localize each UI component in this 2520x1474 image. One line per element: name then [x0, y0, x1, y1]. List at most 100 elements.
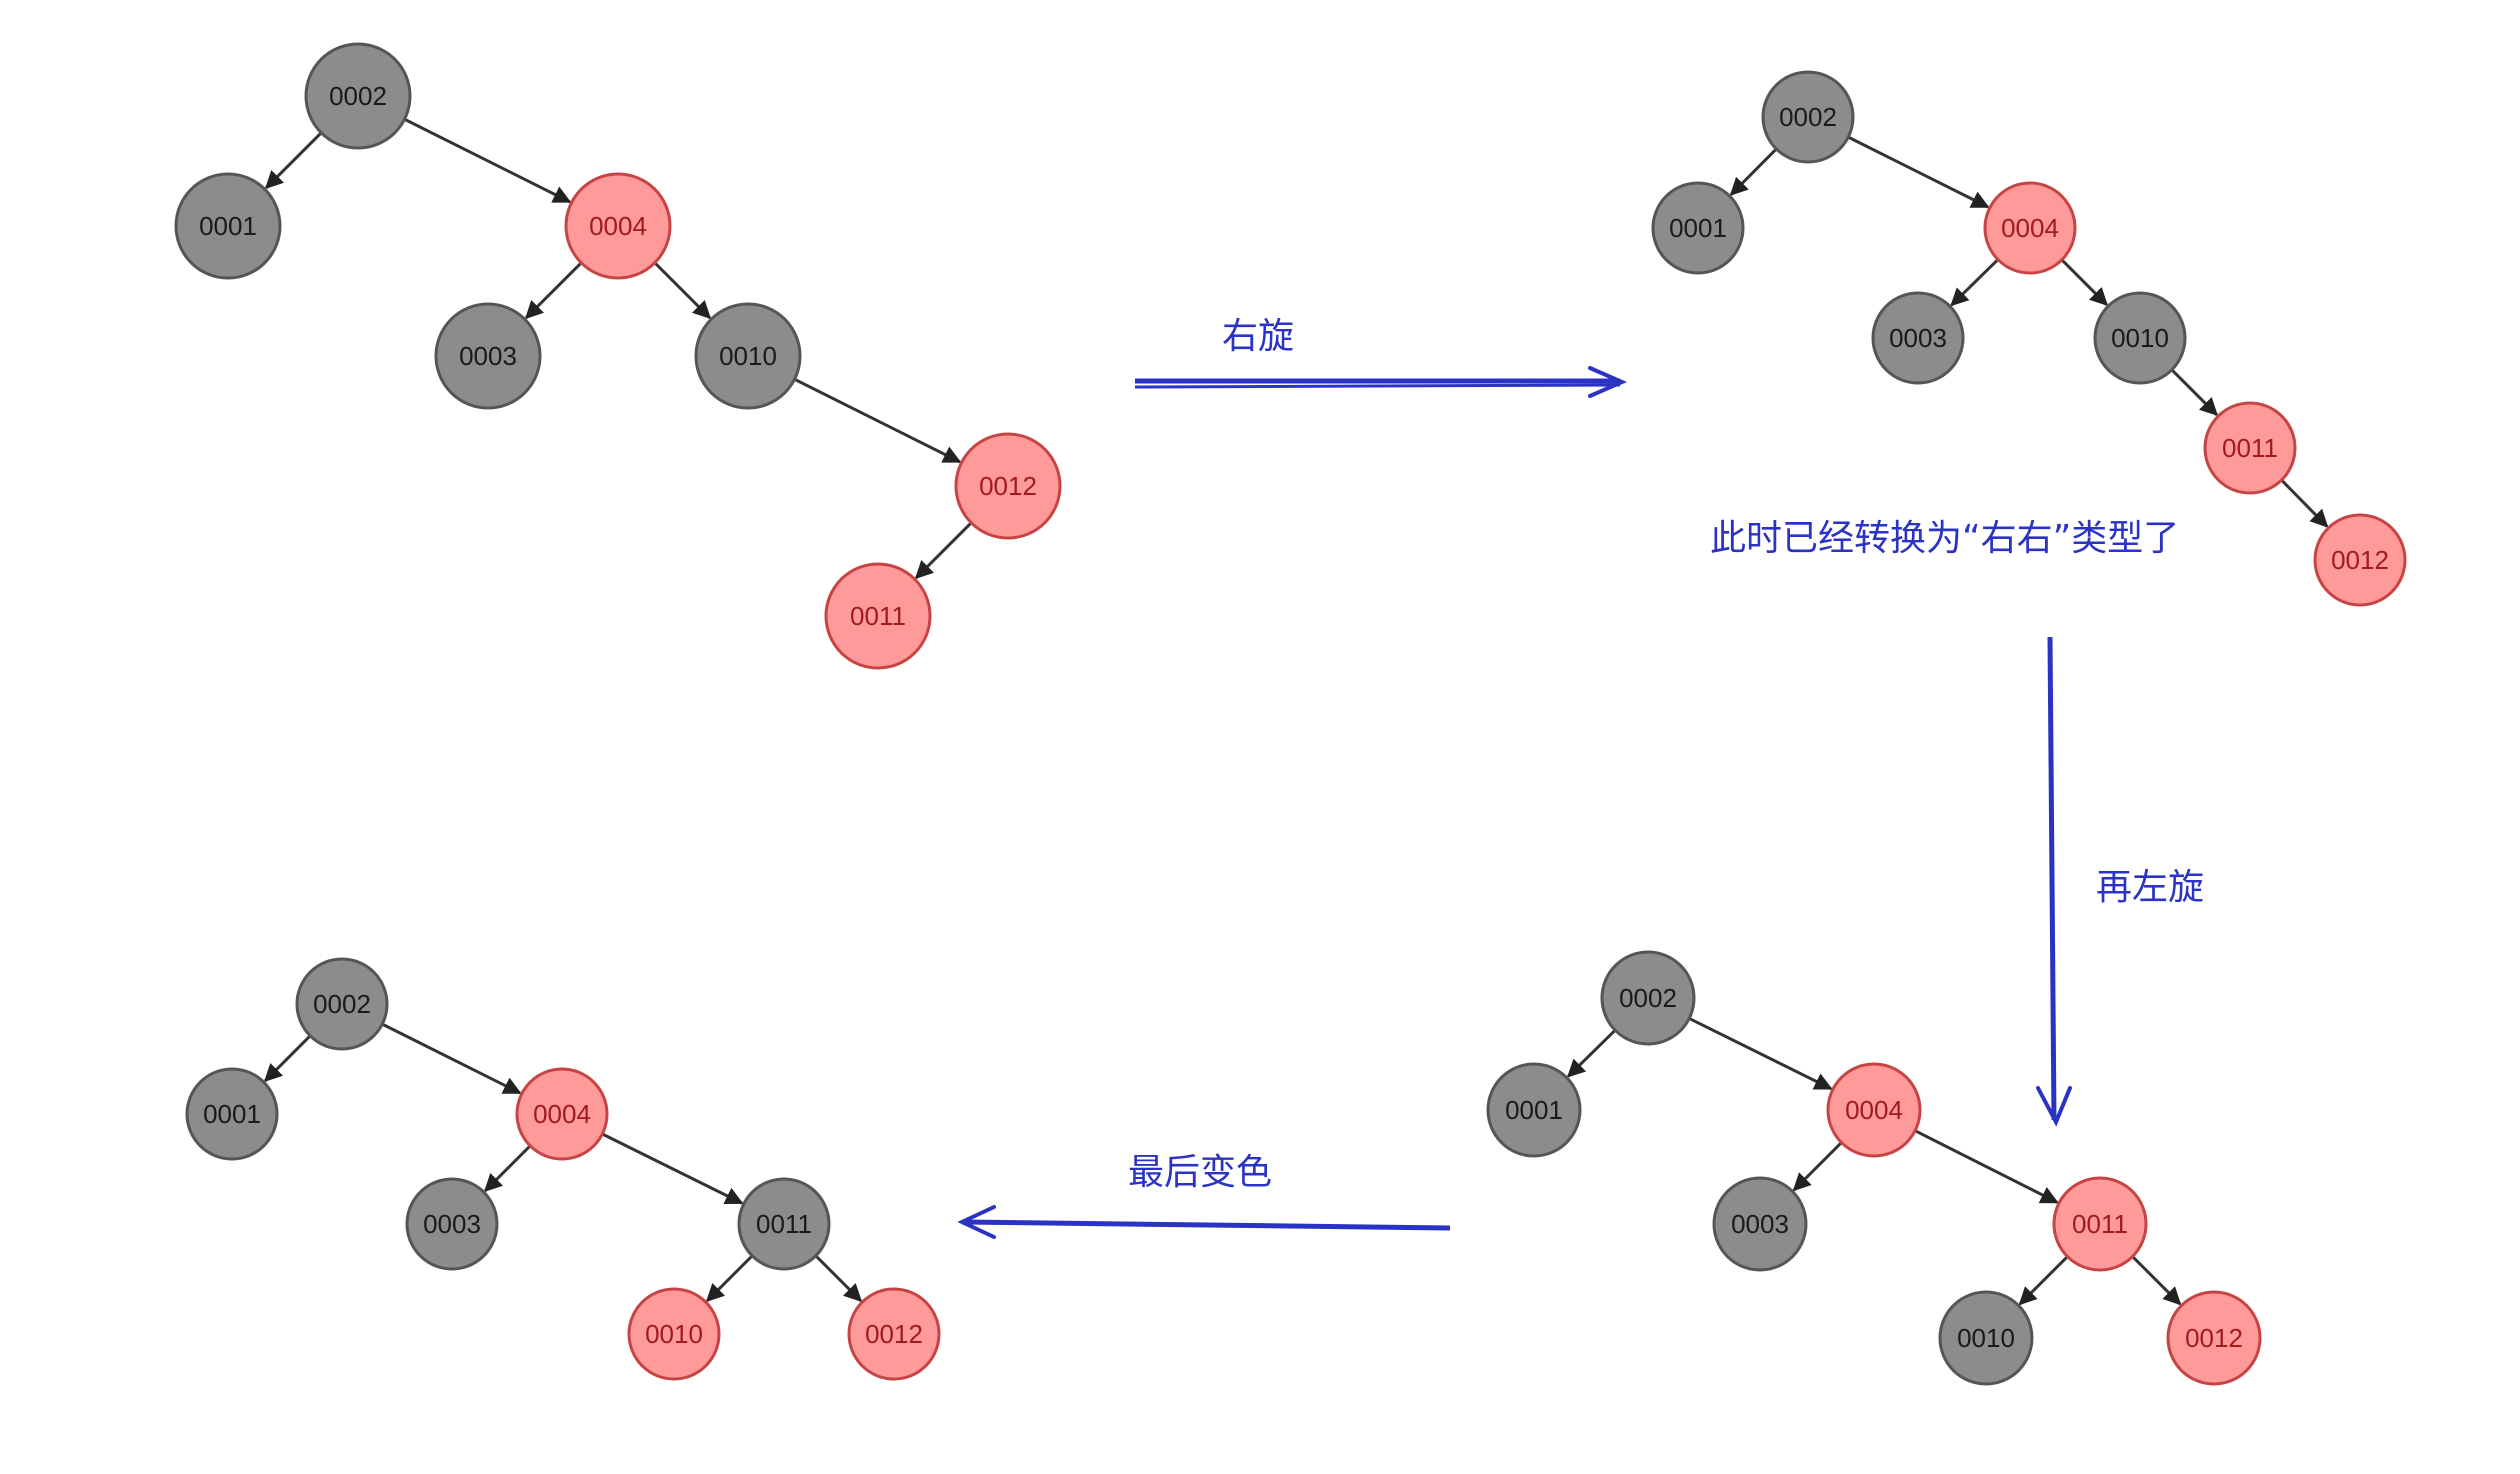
tree-node-0002: 0002: [1600, 950, 1696, 1046]
node-key-label: 0010: [1957, 1323, 2015, 1353]
tree-4-nodes: 0002 0001 0004 0003 0011 0010 0012: [185, 957, 941, 1381]
red-node-circle: [515, 1067, 609, 1161]
tree-edge: [814, 1254, 863, 1303]
tree-edge: [2280, 479, 2329, 528]
tree-node-0002: 0002: [295, 957, 389, 1051]
tree-node-0004: 0004: [1826, 1062, 1922, 1158]
tree-edge: [1729, 147, 1778, 196]
black-node-circle: [304, 42, 412, 150]
tree-node-0011: 0011: [824, 562, 932, 670]
red-node-circle: [564, 172, 672, 280]
red-node-circle: [2313, 513, 2407, 607]
tree-3-nodes: 0002 0001 0004 0003 0011 0010 0012: [1486, 950, 2262, 1386]
node-key-label: 0002: [329, 81, 387, 111]
recolor-finally-label: 最后变色: [1128, 1152, 1272, 1193]
recolor-arrow: [957, 1205, 1451, 1239]
black-node-circle: [1761, 70, 1855, 164]
red-node-circle: [1826, 1062, 1922, 1158]
tree-node-0010: 0010: [2093, 291, 2187, 385]
tree-node-0012: 0012: [954, 432, 1062, 540]
tree-node-0003: 0003: [1871, 291, 1965, 385]
tree-node-0004: 0004: [515, 1067, 609, 1161]
tree-node-0003: 0003: [434, 302, 542, 410]
red-node-circle: [2166, 1290, 2262, 1386]
black-node-circle: [737, 1177, 831, 1271]
tree-edge: [2131, 1255, 2182, 1306]
tree-node-0003: 0003: [1712, 1176, 1808, 1272]
tree-edge: [705, 1254, 754, 1303]
black-node-circle: [295, 957, 389, 1051]
node-key-label: 0010: [2111, 323, 2169, 353]
black-node-circle: [1651, 181, 1745, 275]
black-node-circle: [1938, 1290, 2034, 1386]
tree-edge: [403, 117, 572, 204]
tree-node-0011: 0011: [737, 1177, 831, 1271]
tree-edge: [524, 261, 583, 320]
converted-note: 此时已经转换为“右右”类型了: [1710, 518, 2179, 559]
red-node-circle: [2052, 1176, 2148, 1272]
tree-edge: [1792, 1141, 1843, 1192]
red-node-circle: [824, 562, 932, 670]
tree-node-0004: 0004: [564, 172, 672, 280]
tree-node-0012: 0012: [2166, 1290, 2262, 1386]
node-key-label: 0003: [459, 341, 517, 371]
red-node-circle: [2203, 401, 2297, 495]
tree-edge: [1566, 1029, 1617, 1078]
red-node-circle: [954, 432, 1062, 540]
node-key-label: 0012: [979, 471, 1037, 501]
tree-edge: [601, 1132, 744, 1205]
node-key-label: 0011: [2072, 1209, 2128, 1239]
node-key-label: 0001: [1669, 213, 1727, 243]
tree-node-0012: 0012: [2313, 513, 2407, 607]
node-key-label: 0003: [1889, 323, 1947, 353]
tree-node-0010: 0010: [694, 302, 802, 410]
red-node-circle: [1983, 181, 2077, 275]
tree-edge: [1847, 135, 1990, 209]
black-node-circle: [185, 1067, 279, 1161]
tree-edge: [2018, 1255, 2069, 1306]
edges-layer: [263, 117, 2329, 1306]
node-key-label: 0002: [313, 989, 371, 1019]
tree-node-0001: 0001: [1651, 181, 1745, 275]
node-key-label: 0012: [2331, 545, 2389, 575]
tree-2-edges: [1729, 135, 2329, 528]
left-rotate-arrow: [2036, 636, 2072, 1127]
tree-node-0011: 0011: [2052, 1176, 2148, 1272]
tree-node-0010: 0010: [1938, 1290, 2034, 1386]
tree-node-0004: 0004: [1983, 181, 2077, 275]
node-key-label: 0004: [1845, 1095, 1903, 1125]
node-key-label: 0003: [1731, 1209, 1789, 1239]
node-key-label: 0004: [2001, 213, 2059, 243]
tree-edge: [381, 1022, 522, 1095]
black-node-circle: [1871, 291, 1965, 385]
node-key-label: 0001: [203, 1099, 261, 1129]
tree-edge: [264, 131, 323, 190]
node-key-label: 0004: [589, 211, 647, 241]
tree-edge: [483, 1144, 532, 1193]
tree-node-0002: 0002: [1761, 70, 1855, 164]
node-key-label: 0003: [423, 1209, 481, 1239]
node-key-label: 0001: [1505, 1095, 1563, 1125]
tree-edge: [1950, 258, 1999, 307]
black-node-circle: [694, 302, 802, 410]
node-key-label: 0011: [756, 1209, 812, 1239]
tree-node-0012: 0012: [847, 1287, 941, 1381]
black-node-circle: [405, 1177, 499, 1271]
tree-node-0011: 0011: [2203, 401, 2297, 495]
node-key-label: 0012: [2185, 1323, 2243, 1353]
black-node-circle: [434, 302, 542, 410]
tree-3-edges: [1566, 1017, 2182, 1306]
node-key-label: 0001: [199, 211, 257, 241]
tree-edge: [263, 1034, 312, 1083]
tree-4-edges: [263, 1022, 863, 1303]
node-key-label: 0010: [719, 341, 777, 371]
tree-edge: [1688, 1017, 1833, 1091]
nodes-layer: 0002 0001 0004 0003 0010 0012 0011 0002 0001 0004…: [174, 42, 2407, 1386]
black-node-circle: [174, 172, 282, 280]
tree-node-0010: 0010: [627, 1287, 721, 1381]
tree-edge: [793, 377, 962, 464]
black-node-circle: [1486, 1062, 1582, 1158]
black-node-circle: [1712, 1176, 1808, 1272]
